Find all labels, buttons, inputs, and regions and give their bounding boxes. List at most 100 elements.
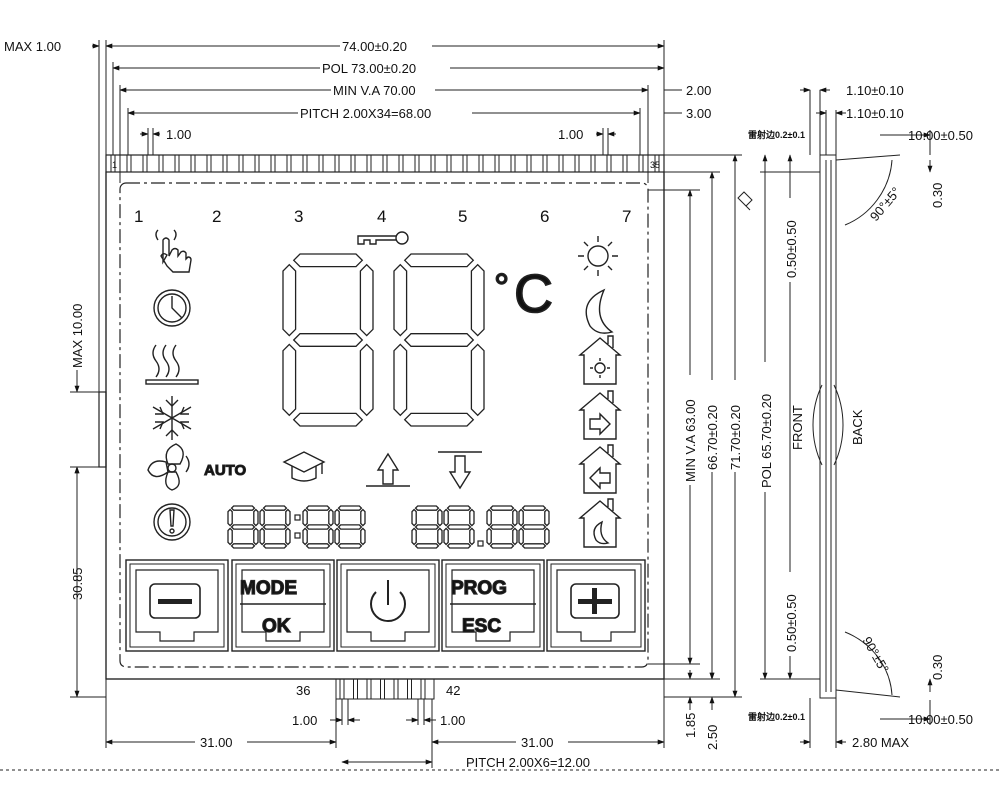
segment-c bbox=[253, 527, 259, 546]
minus-label: — bbox=[0, 0, 1, 1]
segment-c bbox=[360, 527, 366, 546]
dim-right-3: 3.00 bbox=[686, 106, 711, 121]
label-front: FRONT bbox=[790, 405, 805, 450]
house-right-arrow-icon bbox=[578, 390, 622, 440]
ok-label: OK bbox=[262, 616, 291, 637]
dim-right-2: 2.00 bbox=[686, 83, 711, 98]
small-digit-7 bbox=[486, 505, 518, 549]
side-view-texts: 1.10±0.10 1.10±0.10 10.00±0.50 10.00±0.5… bbox=[748, 83, 973, 750]
dim-max-1: MAX 1.00 bbox=[4, 39, 61, 54]
segment-e bbox=[486, 527, 492, 546]
degree-symbol: ° bbox=[494, 267, 509, 309]
segment-e bbox=[227, 527, 233, 546]
note-laser-edge-bottom: 雷射边0.2±0.1 bbox=[748, 711, 805, 722]
bottom-dimension-texts: 36 42 1.00 1.00 31.00 31.00 PITCH 2.00X6… bbox=[195, 683, 720, 770]
moon-icon bbox=[585, 288, 614, 334]
zone-2: 2 bbox=[212, 207, 221, 226]
segment-b bbox=[470, 263, 485, 337]
power-icon bbox=[370, 580, 406, 623]
segment-b bbox=[253, 508, 259, 527]
main-digit-1 bbox=[282, 253, 374, 427]
segment-f bbox=[411, 508, 417, 527]
segment-a bbox=[230, 505, 256, 511]
segment-f bbox=[443, 508, 449, 527]
segment-c bbox=[470, 343, 485, 417]
touch-key-minus[interactable]: — bbox=[0, 0, 229, 652]
dim-pol-width: POL 73.00±0.20 bbox=[322, 61, 416, 76]
dim-angle-bottom: 90°±5° bbox=[859, 634, 892, 675]
touch-key-power[interactable] bbox=[336, 559, 440, 652]
segment-g bbox=[305, 524, 331, 530]
segment-a bbox=[292, 253, 364, 268]
segment-b bbox=[285, 508, 291, 527]
segment-d bbox=[489, 543, 515, 549]
pin-label-36: 36 bbox=[296, 683, 310, 698]
dim-30-85: 30.85 bbox=[70, 567, 85, 600]
clock-icon bbox=[153, 289, 191, 327]
zone-6: 6 bbox=[540, 207, 549, 226]
segment-d bbox=[521, 543, 547, 549]
top-dimension-texts: MAX 1.00 74.00±0.20 POL 73.00±0.20 MIN V… bbox=[4, 38, 711, 170]
touch-key-prog-esc[interactable]: PROG ESC bbox=[441, 559, 545, 652]
dim-2-50: 2.50 bbox=[705, 725, 720, 750]
segment-g bbox=[489, 524, 515, 530]
fan-icon bbox=[147, 443, 190, 491]
small-digit-6 bbox=[443, 505, 475, 549]
segment-a bbox=[414, 505, 440, 511]
mode-label: MODE bbox=[240, 578, 297, 599]
dim-side-1-10-a: 1.10±0.10 bbox=[846, 83, 904, 98]
dim-1-85: 1.85 bbox=[683, 713, 698, 738]
zone-numbers: 1 2 3 4 5 6 7 bbox=[134, 207, 631, 226]
hand-pointer-icon bbox=[155, 229, 192, 273]
touch-key-mode-ok[interactable]: MODE OK bbox=[231, 559, 335, 652]
segment-e bbox=[518, 527, 524, 546]
dim-pitch-top: PITCH 2.00X34=68.00 bbox=[300, 106, 431, 121]
segment-e bbox=[393, 343, 408, 417]
up-arrow-icon bbox=[366, 452, 410, 487]
pin-label-42: 42 bbox=[446, 683, 460, 698]
segment-g bbox=[292, 333, 364, 347]
segment-b bbox=[437, 508, 443, 527]
segment-f bbox=[282, 263, 297, 337]
segment-e bbox=[334, 527, 340, 546]
segment-e bbox=[282, 343, 297, 417]
small-digit-5 bbox=[411, 505, 443, 549]
auto-label: AUTO bbox=[204, 462, 247, 479]
touch-key-plus[interactable]: + bbox=[0, 0, 646, 652]
dim-pin-pitch-right: 1.00 bbox=[558, 127, 583, 142]
snowflake-icon bbox=[152, 396, 192, 440]
dim-side-10-b: 10.00±0.50 bbox=[908, 712, 973, 727]
segment-d bbox=[230, 543, 256, 549]
segment-g bbox=[262, 524, 288, 530]
dim-side-2-80-max: 2.80 MAX bbox=[852, 735, 909, 750]
segment-a bbox=[521, 505, 547, 511]
pin-label-last: 35 bbox=[650, 160, 660, 170]
segment-a bbox=[446, 505, 472, 511]
plus-label: + bbox=[0, 0, 1, 1]
segment-g bbox=[446, 524, 472, 530]
segment-b bbox=[469, 508, 475, 527]
zone-5: 5 bbox=[458, 207, 467, 226]
dim-side-0-50-b: 0.50±0.50 bbox=[784, 594, 799, 652]
small-digit-3 bbox=[302, 505, 334, 549]
small-digit-2 bbox=[259, 505, 291, 549]
dim-pin-pitch-left: 1.00 bbox=[166, 127, 191, 142]
segment-b bbox=[544, 508, 550, 527]
segment-d bbox=[446, 543, 472, 549]
segment-d bbox=[305, 543, 331, 549]
segment-g bbox=[521, 524, 547, 530]
clock-colon bbox=[294, 514, 301, 539]
dim-66-70: 66.70±0.20 bbox=[705, 405, 720, 470]
zone-4: 4 bbox=[377, 207, 386, 226]
segment-f bbox=[227, 508, 233, 527]
segment-d bbox=[403, 412, 475, 427]
segment-c bbox=[285, 527, 291, 546]
segment-g bbox=[337, 524, 363, 530]
segment-c bbox=[512, 527, 518, 546]
segment-c bbox=[469, 527, 475, 546]
segment-e bbox=[443, 527, 449, 546]
segment-b bbox=[512, 508, 518, 527]
dim-min-va-width: MIN V.A 70.00 bbox=[333, 83, 416, 98]
dim-pol-65-70: POL 65.70±0.20 bbox=[759, 394, 774, 488]
